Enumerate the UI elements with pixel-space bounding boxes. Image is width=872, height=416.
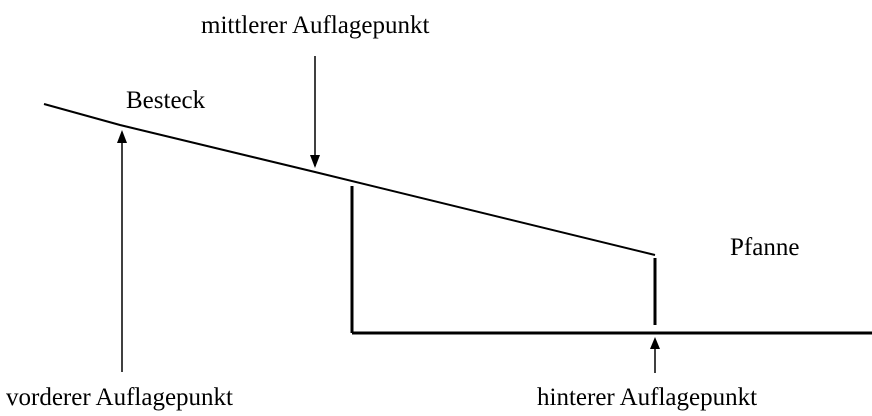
pan-label: Pfanne — [730, 234, 799, 261]
middle-support-arrowhead — [310, 155, 320, 168]
middle-support-label: mittlerer Auflagepunkt — [201, 12, 429, 39]
front-support-arrowhead — [117, 130, 127, 143]
front-support-label: vorderer Auflagepunkt — [6, 384, 233, 411]
rear-support-label: hinterer Auflagepunkt — [537, 384, 757, 411]
rear-support-arrowhead — [650, 337, 660, 349]
cutlery-line — [43, 103, 656, 256]
cutlery-label: Besteck — [126, 87, 206, 114]
